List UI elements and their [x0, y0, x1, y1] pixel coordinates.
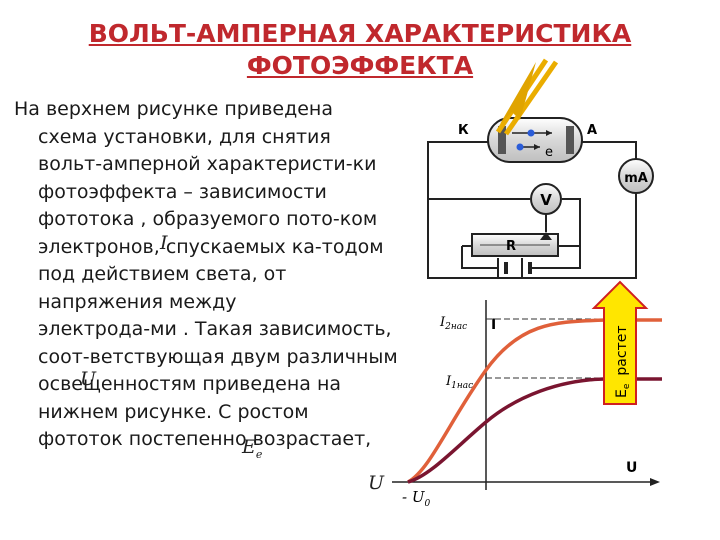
rheostat-icon [471, 232, 559, 257]
body-line: освещенностям приведена на [38, 373, 342, 395]
body-line: нижнем рисунке. С ростом [38, 400, 309, 423]
body-line: На верхнем рисунке приведена [14, 98, 333, 120]
body-line: фототок постепенно возрастает, [38, 428, 372, 450]
circuit-wire [562, 198, 581, 246]
iv-graph: I U I2нас I1нас - U0 Eeрастет [392, 280, 662, 509]
label-ma: mA [624, 171, 648, 186]
body-line: схема установки, для снятия [38, 125, 331, 148]
arrow-e-sub: e [622, 383, 632, 389]
label-minus-u0-main: - U [402, 488, 426, 506]
body-line: под действием света, от [38, 263, 287, 285]
label-i1-sub: 1нас [451, 381, 473, 391]
label-i1-main: I [445, 374, 452, 389]
symbol-e-main: E [242, 436, 256, 458]
symbol-i: I [160, 232, 168, 254]
body-line: соот-ветствующая двум различным [38, 345, 398, 368]
axis-u-label: U [626, 460, 637, 476]
light-ray-icon [495, 58, 559, 136]
label-k: К [458, 123, 469, 138]
curve-upper [407, 318, 662, 484]
battery-icon [497, 258, 532, 278]
label-minus-u0: - U0 [402, 488, 430, 509]
milliammeter-icon [618, 158, 654, 194]
circuit-wire [461, 246, 581, 269]
body-line: напряжения между [38, 290, 237, 313]
voltmeter-icon [530, 183, 562, 215]
title-line-2: ФОТОЭФФЕКТА [246, 51, 474, 80]
body-line: вольт-амперной характеристи-ки [38, 153, 377, 175]
title-line-1: ВОЛЬТ-АМПЕРНАЯ ХАРАКТЕРИСТИКА [88, 19, 632, 48]
body-text: На верхнем рисунке приведена схема устан… [14, 96, 434, 454]
symbol-u: U [80, 368, 97, 390]
symbol-e: Ee [242, 436, 262, 461]
label-r: R [506, 239, 516, 254]
arrow-label: Ee растет [614, 326, 632, 399]
body-line: фототока , образуемого пото-ком [38, 208, 378, 230]
symbol-u-end: U [368, 472, 385, 494]
curve-lower [407, 377, 662, 484]
circuit-wire [427, 141, 637, 279]
label-i2: I2нас [439, 315, 467, 332]
label-e: е [545, 145, 553, 160]
u-axis-arrow [650, 478, 660, 486]
label-a: А [587, 123, 597, 138]
label-v: V [540, 191, 552, 209]
body-line: электронов, спускаемых ка-тодом [38, 235, 384, 258]
label-minus-u0-sub: 0 [424, 499, 430, 509]
body-line: фотоэффекта – зависимости [38, 180, 327, 203]
circuit-diagram: R V mA е К А [427, 58, 654, 279]
label-i2-sub: 2нас [444, 322, 467, 332]
page-title: ВОЛЬТ-АМПЕРНАЯ ХАРАКТЕРИСТИКА ФОТОЭФФЕКТ… [0, 18, 720, 82]
illumination-arrow-icon [591, 280, 649, 405]
arrow-text: растет [614, 326, 630, 376]
label-i1: I1нас [445, 374, 473, 391]
symbol-e-sub: e [255, 447, 263, 461]
label-i2-main: I [439, 315, 446, 330]
arrow-e: E [614, 389, 630, 398]
body-line: электрода-ми . Такая зависимость, [38, 318, 392, 340]
axis-i-label: I [491, 317, 496, 333]
